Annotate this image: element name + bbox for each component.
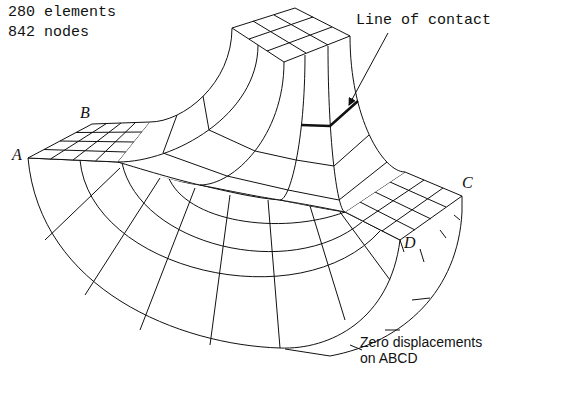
node-count: 842 nodes — [8, 24, 89, 41]
element-count: 280 elements — [8, 4, 116, 21]
boundary-note: Zero displacements on ABCD — [360, 334, 498, 366]
corner-letter: C — [462, 174, 473, 192]
corner-letter: B — [80, 104, 90, 122]
callout-label: Line of contact — [356, 12, 491, 29]
corner-letter: A — [12, 146, 22, 164]
corner-letter: D — [404, 234, 416, 252]
